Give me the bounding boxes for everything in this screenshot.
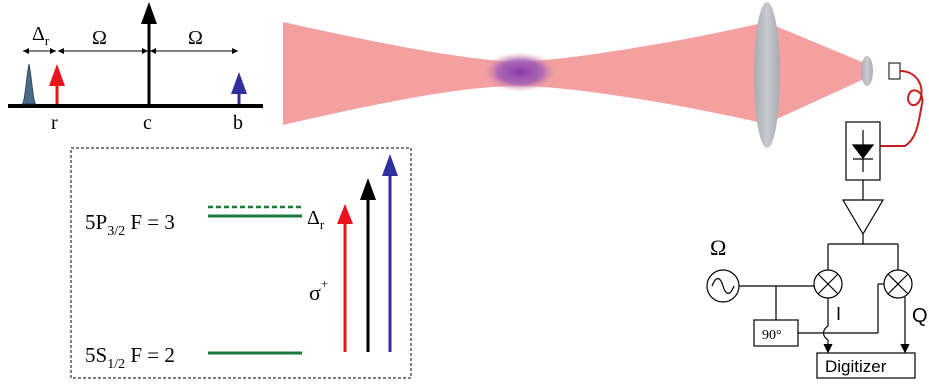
transition-black	[360, 178, 376, 352]
electronics	[706, 121, 916, 379]
amplifier-icon	[841, 199, 885, 236]
mixer-i-icon	[813, 269, 843, 299]
delta-r-label: Δr	[32, 23, 50, 48]
transition-blue	[382, 154, 398, 352]
probe-peak	[21, 63, 37, 105]
beam-path	[283, 2, 924, 148]
sigma-label: σ+	[309, 276, 328, 305]
focused-beam	[766, 22, 862, 124]
fiber-coupler-lens	[861, 56, 873, 86]
blue-arrow-b	[231, 72, 247, 104]
transition-red	[337, 204, 353, 352]
omega-right-arrow	[150, 48, 238, 54]
i-output-label: I	[836, 304, 841, 324]
mixer-q-icon	[883, 269, 913, 299]
fiber-tip	[888, 62, 901, 80]
optical-fiber	[880, 70, 924, 147]
omega-left-label: Ω	[92, 27, 107, 49]
level-box-border	[70, 147, 412, 379]
digitizer-box	[816, 352, 916, 379]
upper-level-label: 5P3/2 F = 3	[85, 210, 175, 239]
digitizer-label: Digitizer	[825, 357, 887, 376]
atom-cloud	[482, 52, 558, 92]
level-delta-label: Δr	[307, 207, 325, 232]
energy-level-panel: 5P3/2 F = 3 5S1/2 F = 2 Δr σ+	[70, 147, 412, 379]
photodiode-icon	[851, 130, 875, 172]
lower-level-label: 5S1/2 F = 2	[85, 343, 175, 372]
label-b: b	[233, 112, 243, 134]
omega-right-label: Ω	[188, 27, 203, 49]
q-output-label: Q	[912, 305, 928, 327]
electronics-omega-label: Ω	[710, 235, 726, 260]
omega-left-arrow	[58, 48, 148, 54]
red-arrow-r	[49, 64, 65, 104]
phase-shifter-label: 90°	[762, 328, 782, 343]
label-r: r	[51, 112, 58, 134]
oscillator-icon	[706, 269, 740, 303]
spectrum-panel: Δr Ω Ω r c b	[8, 2, 263, 134]
black-arrow-c	[141, 2, 157, 104]
delta-r-arrow	[23, 48, 56, 54]
collection-lens	[754, 2, 780, 148]
label-c: c	[143, 112, 152, 134]
